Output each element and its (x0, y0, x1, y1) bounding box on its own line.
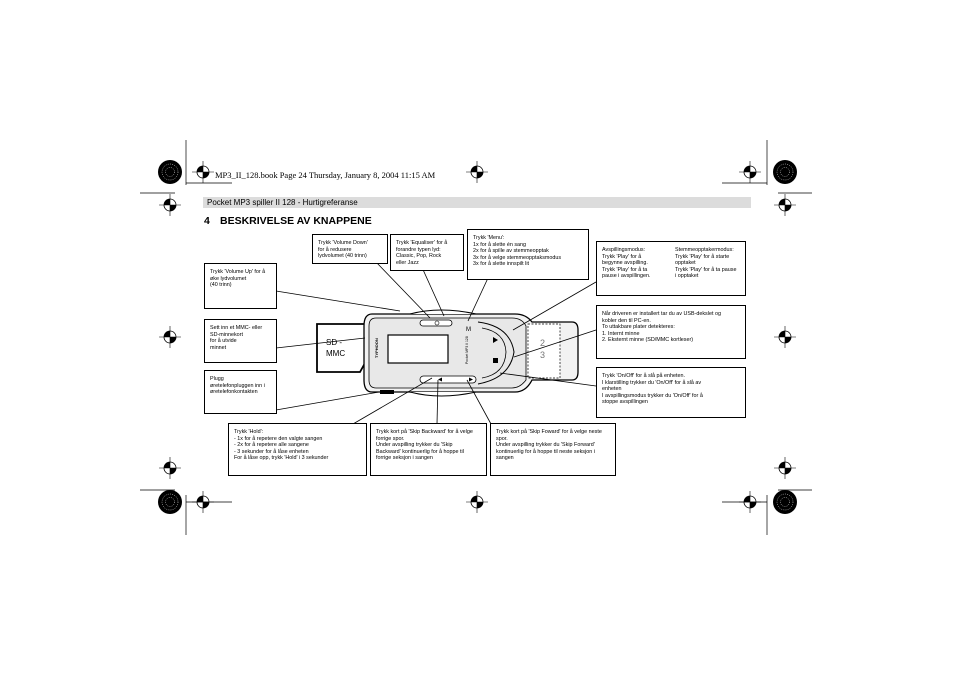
leader-skip-forward (466, 379, 492, 425)
callout-equaliser: Trykk 'Equaliser' for å forandre typen l… (390, 234, 464, 271)
book-info-line: MP3_II_128.book Page 24 Thursday, Januar… (215, 170, 436, 180)
section-number: 4 (204, 215, 210, 227)
leader-onoff (499, 372, 597, 387)
leader-menu (467, 277, 489, 322)
leader-volume-up (275, 290, 401, 312)
leader-hold (352, 377, 433, 425)
mp3-player-illustration: 2 3 M TYPHOON Pocket MP3 II 128 (316, 309, 579, 397)
running-header: Pocket MP3 spiller II 128 - Hurtigrefera… (203, 197, 751, 208)
callout-menu: Trykk 'Menu': 1x for å slette én sang 2x… (467, 229, 589, 280)
callout-hold: Trykk 'Hold': - 1x for å repetere den va… (228, 423, 367, 476)
leader-play (512, 281, 597, 331)
callout-onoff: Trykk 'On/Off' for å slå på enheten. I k… (596, 367, 746, 418)
callout-volume-up: Trykk 'Volume Up' for å øke lydvolumet (… (204, 263, 277, 309)
brand-label: TYPHOON (374, 338, 379, 358)
callout-headphone: Plugg øretelefonpluggen inn i øretelefon… (204, 370, 277, 414)
callout-mmc: Sett inn et MMC- eller SD-minnekort for … (204, 319, 277, 363)
callout-driver: Når driveren er installert tar du av USB… (596, 305, 746, 359)
section-heading: 4 BESKRIVELSE AV KNAPPENE (204, 215, 372, 227)
callout-skip-backward: Trykk kort på 'Skip Backward' for å velg… (370, 423, 487, 476)
leader-stop (513, 329, 597, 358)
model-label: Pocket MP3 II 128 (465, 336, 469, 364)
svg-text:3: 3 (540, 350, 545, 360)
callout-play: Avspillingsmodus: Trykk 'Play' for å beg… (596, 241, 746, 296)
leader-volume-down (375, 261, 431, 319)
leader-mmc (275, 337, 366, 349)
sd-mmc-label: SD - MMC (326, 338, 346, 358)
menu-button-letter: M (466, 327, 471, 333)
svg-text:2: 2 (540, 338, 545, 348)
callout-skip-forward: Trykk kort på 'Skip Foward' for å velge … (490, 423, 616, 476)
leader-equaliser (419, 262, 445, 317)
leader-skip-back (436, 379, 439, 425)
recorder-mode-text: Stemmeopptakermodus: Trykk 'Play' for å … (675, 247, 737, 280)
play-mode-text: Avspillingsmodus: Trykk 'Play' for å beg… (602, 247, 651, 280)
section-title: BESKRIVELSE AV KNAPPENE (220, 215, 372, 227)
leader-headphone (275, 390, 386, 411)
callout-volume-down: Trykk 'Volume Down' for å redusere lydvo… (312, 234, 388, 264)
